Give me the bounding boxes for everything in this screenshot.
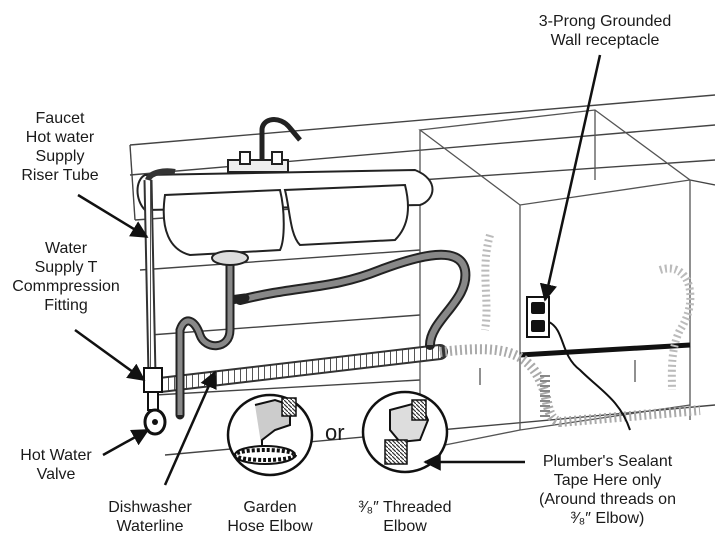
callout-arrows: [74, 54, 602, 486]
label-garden-hose-elbow: Garden Hose Elbow: [227, 499, 313, 535]
arrow-waterline: [163, 370, 217, 486]
label-riser-tube: Faucet Hot water Supply Riser Tube: [21, 110, 99, 184]
wall-receptacle: [526, 296, 631, 431]
arrow-riser: [77, 193, 149, 239]
riser-tube: [143, 168, 176, 376]
arrow-valve: [102, 428, 150, 457]
label-threaded-elbow: ³⁄₈″ Threaded Elbow: [358, 499, 452, 535]
label-tee-fitting: Water Supply T Commpression Fitting: [12, 240, 120, 314]
label-receptacle: 3-Prong Grounded Wall receptacle: [538, 13, 672, 49]
label-dishwasher-waterline: Dishwasher Waterline: [108, 499, 192, 535]
arrow-tee: [74, 328, 146, 382]
label-sealant-tape: Plumber's Sealant Tape Here only (Around…: [539, 453, 676, 527]
label-hot-water-valve: Hot Water Valve: [20, 447, 92, 483]
drain-hose: [235, 233, 695, 391]
arrow-receptacle: [539, 54, 602, 302]
sink-strainer: [211, 250, 249, 266]
threaded-elbow-inset: [361, 390, 449, 474]
hot-water-valve: [143, 391, 167, 436]
sink: [136, 117, 434, 257]
label-or: or: [325, 420, 345, 445]
tee-fitting: [143, 367, 163, 393]
garden-hose-elbow-inset: [226, 393, 314, 477]
drain-trap-fill: [177, 260, 233, 415]
